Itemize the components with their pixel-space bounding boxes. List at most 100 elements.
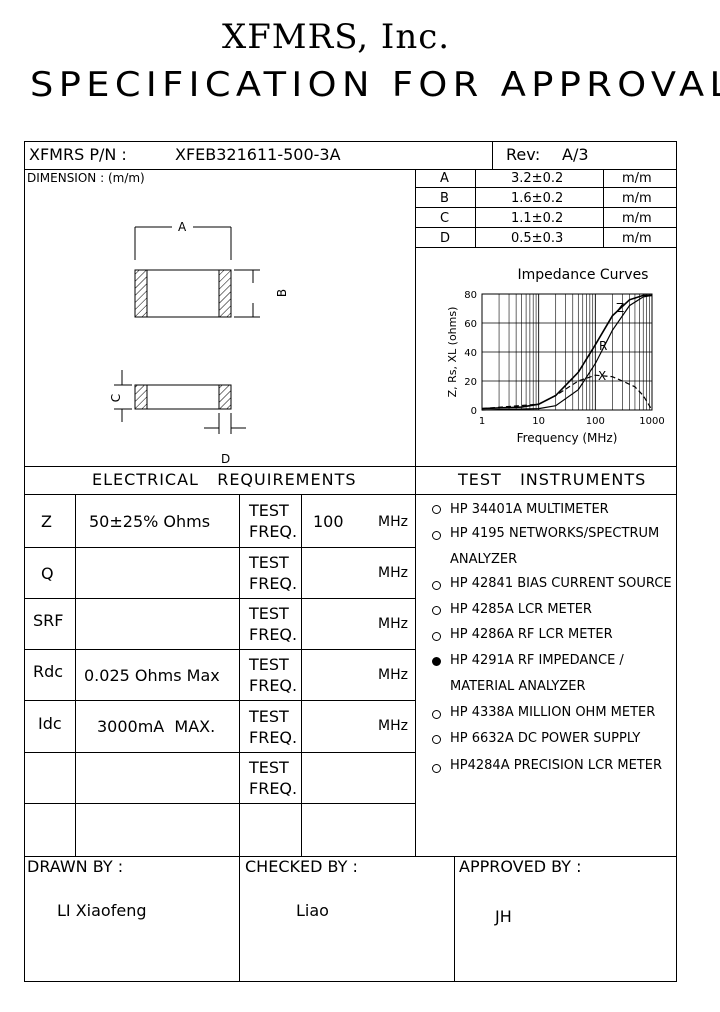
unit-idc: MHz	[378, 718, 408, 734]
component-drawing	[114, 226, 260, 434]
approved-by-name: JH	[495, 907, 512, 926]
value-idc-text: 3000mA MAX.	[97, 717, 216, 736]
param-q: Q	[41, 564, 54, 583]
dimension-label: DIMENSION : (m/m)	[27, 171, 145, 185]
x-tick-label: 10	[532, 416, 545, 427]
y-tick-label: 60	[464, 319, 477, 330]
series-line-z	[481, 294, 652, 410]
instrument-4286a: HP 4286A RF LCR METER	[450, 627, 613, 642]
freq-label-z: FREQ.	[249, 522, 298, 541]
checked-by-name: Liao	[296, 901, 329, 920]
drawn-by-label: DRAWN BY :	[27, 857, 124, 876]
dimension-value-a: 3.2±0.2	[511, 171, 564, 186]
dimension-unit-a: m/m	[622, 171, 652, 186]
radio-4286a[interactable]	[432, 632, 441, 641]
dimension-key-d: D	[440, 231, 451, 246]
freq-label-extra: FREQ.	[249, 779, 298, 798]
x-tick-label: 1000	[639, 416, 664, 427]
dimension-key-c: C	[440, 211, 450, 226]
revision-label: Rev:	[506, 145, 541, 164]
dimension-value-d: 0.5±0.3	[511, 231, 564, 246]
y-tick-label: 20	[464, 377, 477, 388]
instrument-4195: HP 4195 NETWORKS/SPECTRUM	[450, 526, 660, 541]
unit-rdc: MHz	[378, 667, 408, 683]
instrument-42841: HP 42841 BIAS CURRENT SOURCE	[450, 576, 672, 591]
instrument-6632a: HP 6632A DC POWER SUPPLY	[450, 731, 641, 746]
x-tick-label: 100	[586, 416, 605, 427]
dimension-key-a: A	[440, 171, 449, 186]
dimension-value-c: 1.1±0.2	[511, 211, 564, 226]
radio-42841[interactable]	[432, 581, 441, 590]
company-name: XFMRS, Inc.	[222, 17, 451, 57]
param-z: Z	[41, 512, 52, 531]
instrument-4291a-cont: MATERIAL ANALYZER	[450, 679, 586, 694]
chart-title: Impedance Curves	[518, 267, 649, 283]
test-label-idc: TEST	[249, 707, 289, 726]
checked-by-label: CHECKED BY :	[245, 857, 358, 876]
test-label-extra: TEST	[249, 758, 289, 777]
param-srf: SRF	[33, 611, 64, 630]
electrical-heading: ELECTRICAL REQUIREMENTS	[92, 472, 357, 488]
series-line-r	[481, 294, 653, 411]
param-rdc: Rdc	[33, 662, 64, 681]
dimension-b-label: B	[275, 288, 290, 298]
y-tick-label: 0	[471, 406, 477, 417]
revision-value: A/3	[562, 145, 589, 164]
dimension-unit-d: m/m	[622, 231, 652, 246]
test-label-srf: TEST	[249, 604, 289, 623]
unit-srf: MHz	[378, 616, 408, 632]
param-idc: Idc	[38, 714, 62, 733]
test-label-z: TEST	[249, 501, 289, 520]
drawn-by-name: LI Xiaofeng	[57, 901, 147, 920]
instrument-4291a: HP 4291A RF IMPEDANCE /	[450, 653, 624, 668]
dimension-a-label: A	[178, 220, 187, 234]
freq-label-idc: FREQ.	[249, 728, 298, 747]
x-tick-label: 1	[479, 416, 485, 427]
series-line-x	[481, 374, 653, 411]
unit-z: MHz	[378, 514, 408, 530]
value-idc: 3000mA MAX.	[97, 719, 215, 735]
electrical-heading-text: ELECTRICAL REQUIREMENTS	[92, 470, 357, 489]
instrument-34401a: HP 34401A MULTIMETER	[450, 502, 609, 517]
instrument-4284a: HP4284A PRECISION LCR METER	[450, 758, 662, 773]
instrument-4195-cont: ANALYZER	[450, 552, 518, 567]
side-view	[114, 370, 246, 434]
radio-4284a[interactable]	[432, 764, 441, 773]
radio-4285a[interactable]	[432, 606, 441, 615]
part-number-label: XFMRS P/N :	[29, 145, 127, 164]
radio-4291a[interactable]	[432, 657, 441, 666]
test-label-rdc: TEST	[249, 655, 289, 674]
value-rdc: 0.025 Ohms Max	[84, 666, 220, 685]
radio-4195[interactable]	[432, 531, 441, 540]
series-label-x: X	[598, 369, 606, 383]
freq-value-z: 100	[313, 512, 344, 531]
radio-6632a[interactable]	[432, 735, 441, 744]
y-tick-label: 40	[464, 348, 477, 359]
dimension-d-label: D	[221, 452, 231, 466]
dimension-value-b: 1.6±0.2	[511, 191, 564, 206]
dimension-c-label: C	[109, 393, 124, 403]
series-label-z: Z	[616, 301, 624, 315]
instrument-4285a: HP 4285A LCR METER	[450, 602, 592, 617]
approved-by-label: APPROVED BY :	[459, 857, 582, 876]
radio-34401a[interactable]	[432, 505, 441, 514]
dimension-unit-b: m/m	[622, 191, 652, 206]
y-axis-label: Z, Rs, XL (ohms)	[446, 307, 459, 398]
test-label-q: TEST	[249, 553, 289, 572]
radio-4338a[interactable]	[432, 710, 441, 719]
unit-q: MHz	[378, 565, 408, 581]
dimension-unit-c: m/m	[622, 211, 652, 226]
top-view	[134, 226, 260, 318]
part-number-value: XFEB321611-500-3A	[175, 145, 341, 164]
freq-label-srf: FREQ.	[249, 625, 298, 644]
instruments-heading-text: TEST INSTRUMENTS	[458, 470, 647, 489]
y-tick-label: 80	[464, 290, 477, 301]
plot-area	[481, 293, 653, 411]
instruments-heading: TEST INSTRUMENTS	[458, 472, 646, 488]
value-z: 50±25% Ohms	[89, 512, 211, 531]
document-title: SPECIFICATION FOR APPROVAL	[30, 68, 720, 102]
dimension-key-b: B	[440, 191, 449, 206]
freq-label-q: FREQ.	[249, 574, 298, 593]
freq-label-rdc: FREQ.	[249, 676, 298, 695]
